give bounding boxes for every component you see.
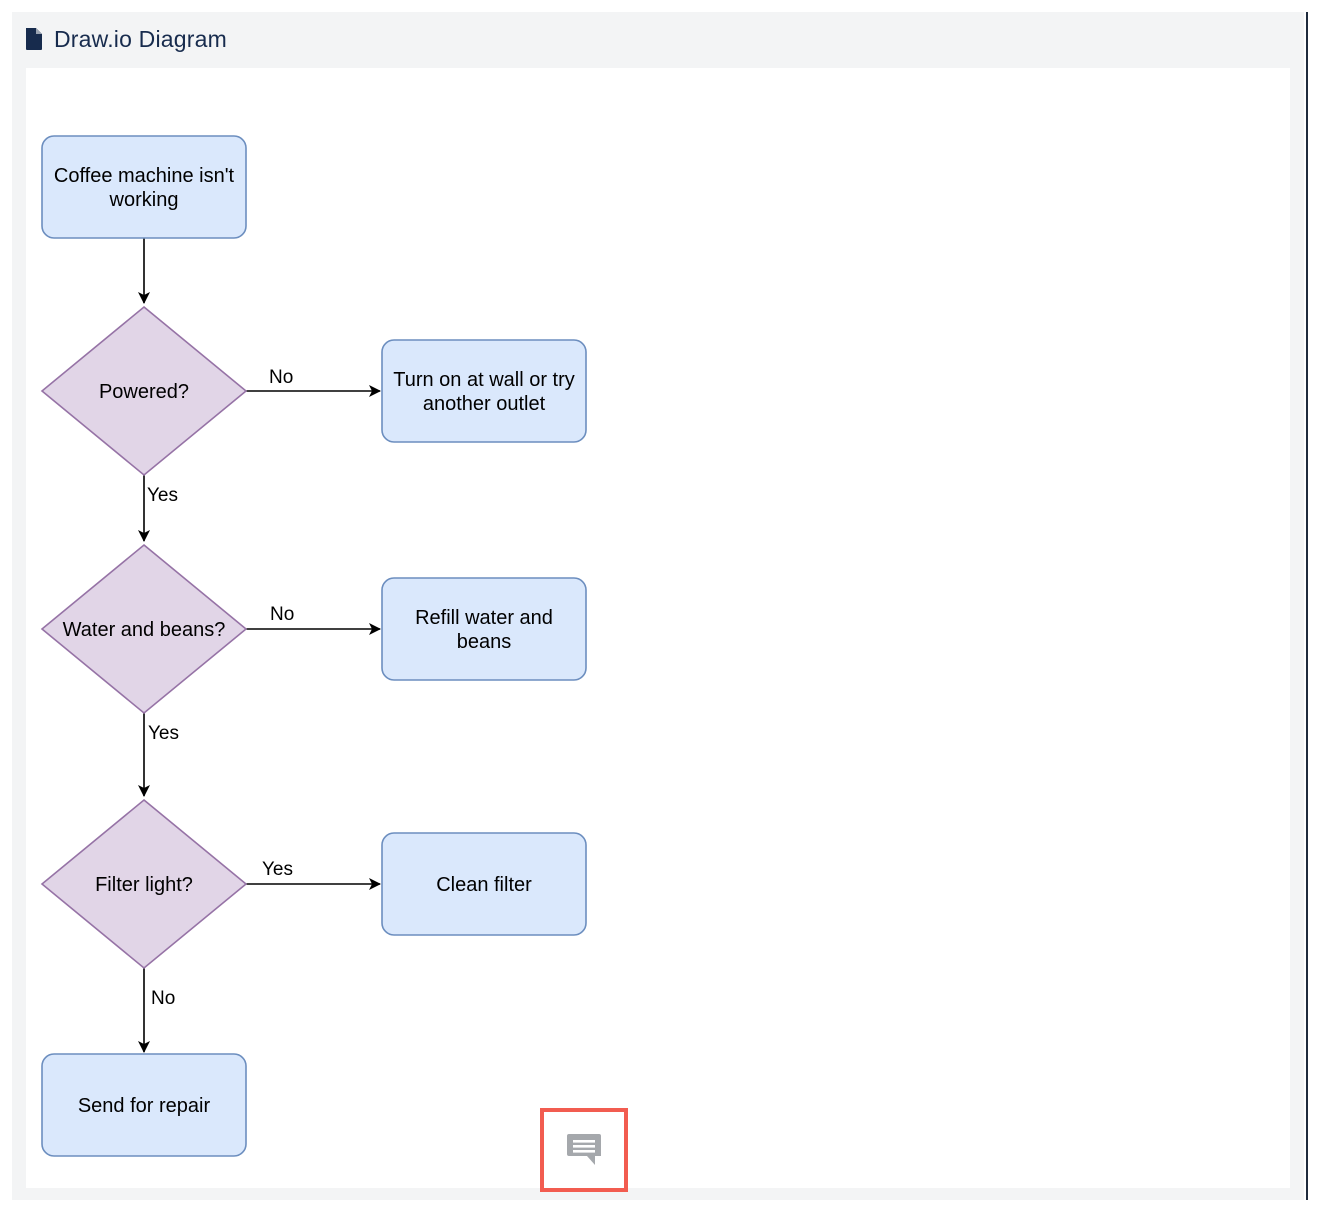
- comment-button[interactable]: [540, 1108, 628, 1192]
- node-refill-line-1: Refill water and: [415, 607, 553, 629]
- edge-label-water-no: No: [270, 604, 294, 625]
- edge-label-water-yes: Yes: [148, 723, 179, 744]
- diagram-canvas: No Yes No Yes Yes No Coffee machine isn'…: [26, 68, 1290, 1188]
- flow-edges: [138, 238, 381, 1053]
- edge-label-powered-no: No: [269, 367, 293, 388]
- node-refill: Refill water and beans: [381, 577, 587, 681]
- edge-label-powered-yes: Yes: [147, 485, 178, 506]
- edge-label-filter-yes: Yes: [262, 859, 293, 880]
- decision-water-beans: Water and beans?: [40, 543, 248, 715]
- node-start-line-2: working: [109, 189, 179, 211]
- flowchart: No Yes No Yes Yes No Coffee machine isn'…: [40, 135, 587, 1157]
- node-clean-filter: Clean filter: [381, 832, 587, 936]
- node-turn-on: Turn on at wall or try another outlet: [381, 339, 587, 443]
- node-start: Coffee machine isn't working: [41, 135, 247, 239]
- node-turn-on-line-2: another outlet: [423, 393, 546, 415]
- node-send-for-repair-label: Send for repair: [78, 1095, 211, 1117]
- panel-title: Draw.io Diagram: [54, 25, 227, 52]
- decision-powered-label: Powered?: [99, 381, 189, 403]
- comment-icon: [567, 1134, 601, 1165]
- node-send-for-repair: Send for repair: [41, 1053, 247, 1157]
- node-turn-on-line-1: Turn on at wall or try: [393, 369, 575, 391]
- node-refill-line-2: beans: [457, 631, 512, 653]
- page-edge-divider: [1306, 12, 1308, 1200]
- decision-water-beans-label: Water and beans?: [63, 619, 226, 641]
- edge-label-filter-no: No: [151, 988, 175, 1009]
- decision-filter-light: Filter light?: [40, 798, 248, 970]
- node-clean-filter-label: Clean filter: [436, 874, 532, 896]
- decision-powered: Powered?: [40, 305, 248, 477]
- document-icon: [26, 28, 42, 50]
- node-start-line-1: Coffee machine isn't: [54, 165, 235, 187]
- decision-filter-light-label: Filter light?: [95, 874, 193, 896]
- panel-header: Draw.io Diagram: [24, 22, 227, 56]
